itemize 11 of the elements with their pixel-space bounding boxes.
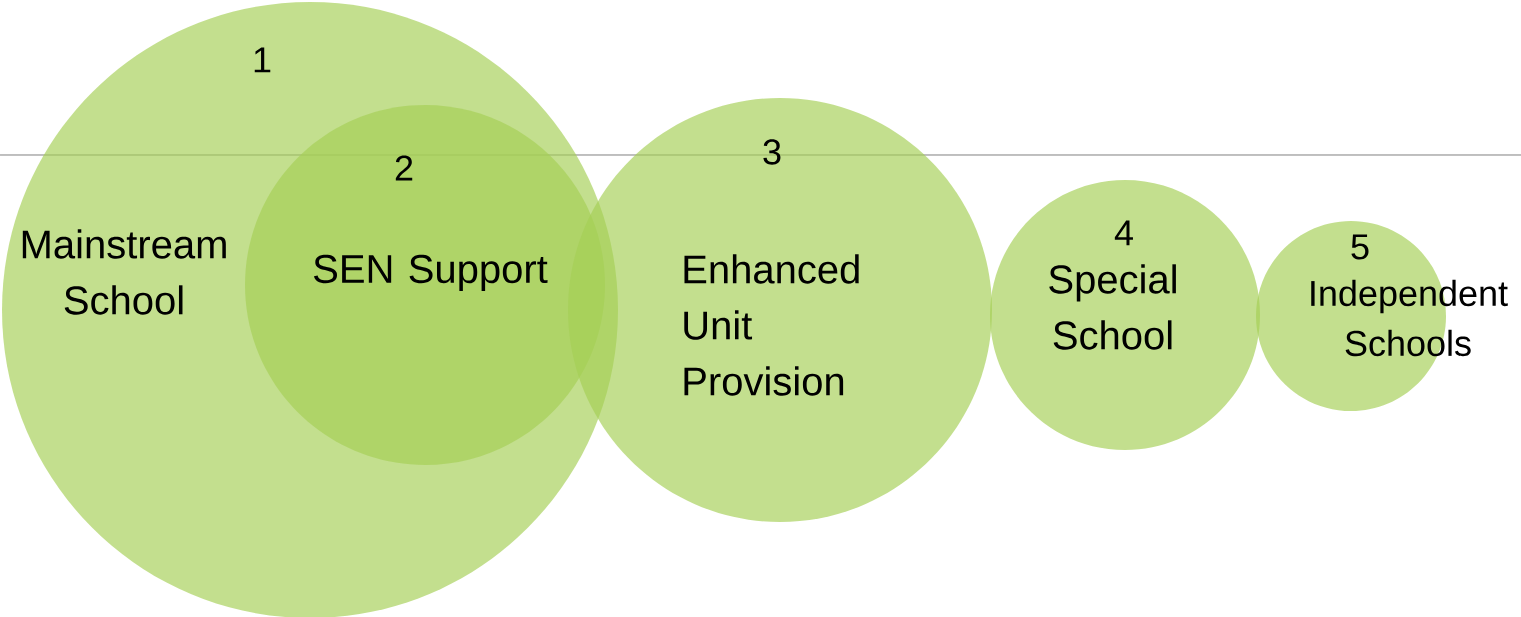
circle-number: 4	[1114, 220, 1133, 246]
circle-label: SEN Support	[314, 254, 548, 292]
circle-label: Independent Schools	[1311, 279, 1508, 357]
circle-number: 2	[395, 155, 413, 181]
circle-number: 1	[254, 47, 271, 73]
circle-number: 5	[1351, 234, 1369, 260]
circle-label: Enhanced Unit Provision	[684, 254, 859, 396]
circle	[1256, 221, 1508, 411]
circle-label: Special School	[1049, 264, 1176, 350]
circle-number: 3	[763, 139, 781, 165]
circle-label: Mainstream School	[22, 229, 226, 315]
